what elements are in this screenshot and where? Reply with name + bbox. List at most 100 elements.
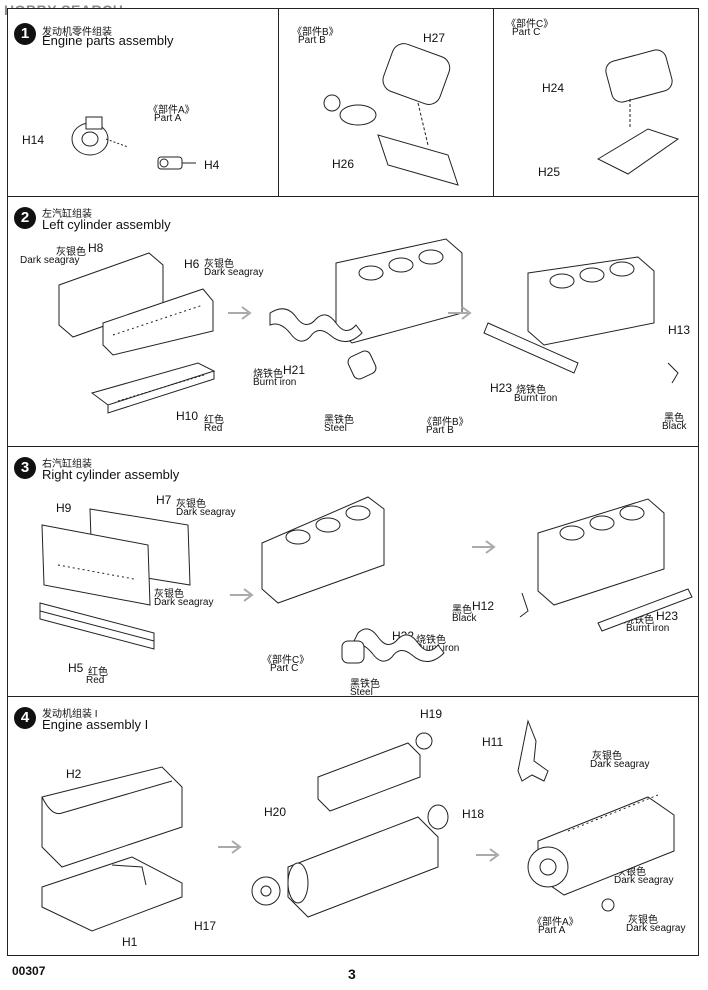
engine-part-h14-drawing <box>71 116 129 156</box>
label-h21: H21 <box>283 363 306 377</box>
black-cn-3: 黑色 <box>452 605 472 616</box>
label-h6: H6 <box>184 257 200 271</box>
c3-en: Dark seagray <box>626 923 686 934</box>
c1-cn: 灰银色 <box>592 751 622 762</box>
step-3-part-c-cn: 《部件C》 <box>262 655 310 666</box>
label-h19: H19 <box>420 707 443 721</box>
engine-part-h4-drawing <box>157 156 196 170</box>
step-4-title-en: Engine assembly I <box>42 717 149 732</box>
c2-cn: 灰银色 <box>616 867 646 878</box>
h10-color-cn: 红色 <box>204 415 224 426</box>
label-h5: H5 <box>68 661 84 675</box>
left-pan-h10-drawing <box>90 362 216 414</box>
step-4-part-a-cn: 《部件A》 <box>532 917 579 928</box>
h7-color-en: Dark seagray <box>176 507 236 518</box>
step-3-number: 3 <box>14 457 36 479</box>
step-1-number: 1 <box>14 23 36 45</box>
step-3-part-c-en: Part C <box>270 663 299 674</box>
steel-en-3: Steel <box>350 687 373 698</box>
h23-color-en: Burnt iron <box>514 393 558 404</box>
step-3-flow-arrow <box>230 588 254 602</box>
h7-color-cn: 灰银色 <box>176 499 206 510</box>
step-2-title-cn: 左汽缸组装 <box>42 209 92 220</box>
left-block-drawing <box>269 238 463 380</box>
right-assembled-drawing <box>519 498 693 632</box>
label-h23-3: H23 <box>656 609 679 623</box>
label-h17: H17 <box>194 919 217 933</box>
h21-color-en: Burnt iron <box>253 377 297 388</box>
step-1-part-a-cn: 《部件A》 <box>148 105 195 116</box>
step-1-divider-1 <box>278 9 279 197</box>
step-1-part-b-cn: 《部件B》 <box>292 27 339 38</box>
step-2-part-b-en: Part B <box>426 425 454 436</box>
h5-color-cn: 红色 <box>88 667 108 678</box>
steel-cn: 黑铁色 <box>324 415 354 426</box>
engine-final-drawing <box>517 719 675 912</box>
crankcase-h2-h1-drawing <box>41 766 183 932</box>
label-h25: H25 <box>538 165 561 179</box>
label-h27: H27 <box>423 31 446 45</box>
step-2-flow-arrow-2 <box>448 306 472 320</box>
right-pan-h5-drawing <box>39 602 155 650</box>
right-block-drawing <box>261 496 445 664</box>
mid-color-en: Dark seagray <box>154 597 214 608</box>
label-h23: H23 <box>490 381 513 395</box>
step-3-flow-arrow-2 <box>472 540 496 554</box>
label-h1: H1 <box>122 935 138 949</box>
step-1-part-c-cn: 《部件C》 <box>506 19 554 30</box>
step-4-part-a-en: Part A <box>538 925 566 936</box>
label-h9: H9 <box>56 501 72 515</box>
label-h13: H13 <box>668 323 691 337</box>
label-h8: H8 <box>88 241 104 255</box>
c1-en: Dark seagray <box>590 759 650 770</box>
black-cn: 黑色 <box>664 413 684 424</box>
black-en-3: Black <box>452 613 477 624</box>
mid-color-cn: 灰银色 <box>154 589 184 600</box>
c3-cn: 灰银色 <box>628 915 658 926</box>
step-2-number: 2 <box>14 207 36 229</box>
h23-color-cn: 烧铁色 <box>516 385 546 396</box>
label-h18: H18 <box>462 807 485 821</box>
black-en: Black <box>662 421 687 432</box>
h8-color-en: Dark seagray <box>20 255 80 266</box>
step-1-title-cn: 发动机零件组装 <box>42 27 112 38</box>
right-head-h9-h7-drawing <box>41 508 191 606</box>
left-assembled-drawing <box>483 256 679 384</box>
engine-core-drawing <box>251 732 449 918</box>
step-1-part-a-en: Part A <box>154 113 182 124</box>
step-4-flow-arrow <box>218 840 242 854</box>
step-4-flow-arrow-2 <box>476 848 500 862</box>
steel-cn-3: 黑铁色 <box>350 679 380 690</box>
step-4-title-cn: 发动机组装 I <box>42 709 98 720</box>
left-head-h8-h6-drawing <box>58 252 214 356</box>
step-4-panel: 4 发动机组装 I Engine assembly I H2 H1 H19 H2… <box>7 696 699 956</box>
step-2-title-en: Left cylinder assembly <box>42 217 171 232</box>
steel-en: Steel <box>324 423 347 434</box>
label-h12: H12 <box>472 599 495 613</box>
h10-color-en: Red <box>204 423 223 434</box>
step-2-flow-arrow <box>228 306 252 320</box>
step-1-part-b-en: Part B <box>298 35 326 46</box>
step-3-title-cn: 右汽缸组装 <box>42 459 92 470</box>
label-h24: H24 <box>542 81 565 95</box>
c2-en: Dark seagray <box>614 875 674 886</box>
h23-color-cn-3: 烧铁色 <box>624 615 654 626</box>
step-2-part-b-cn: 《部件B》 <box>422 417 469 428</box>
step-3-title-en: Right cylinder assembly <box>42 467 180 482</box>
step-1-divider-2 <box>493 9 494 197</box>
engine-part-c-drawing <box>596 49 680 175</box>
label-h7: H7 <box>156 493 172 507</box>
label-h14: H14 <box>22 133 45 147</box>
footer-page-number: 3 <box>348 966 356 982</box>
label-h4: H4 <box>204 158 220 172</box>
label-h26: H26 <box>332 157 355 171</box>
engine-part-b-drawing <box>323 43 459 186</box>
step-1-panel: 1 发动机零件组装 Engine parts assembly 《部件A》 Pa… <box>7 8 699 198</box>
h5-color-en: Red <box>86 675 105 686</box>
h8-color-cn: 灰银色 <box>56 247 86 258</box>
h21-color-cn: 烧铁色 <box>253 369 283 380</box>
footer-product-code: 00307 <box>12 964 46 978</box>
label-h20: H20 <box>264 805 287 819</box>
h22-color-cn: 烧铁色 <box>416 635 446 646</box>
h6-color-en: Dark seagray <box>204 267 264 278</box>
